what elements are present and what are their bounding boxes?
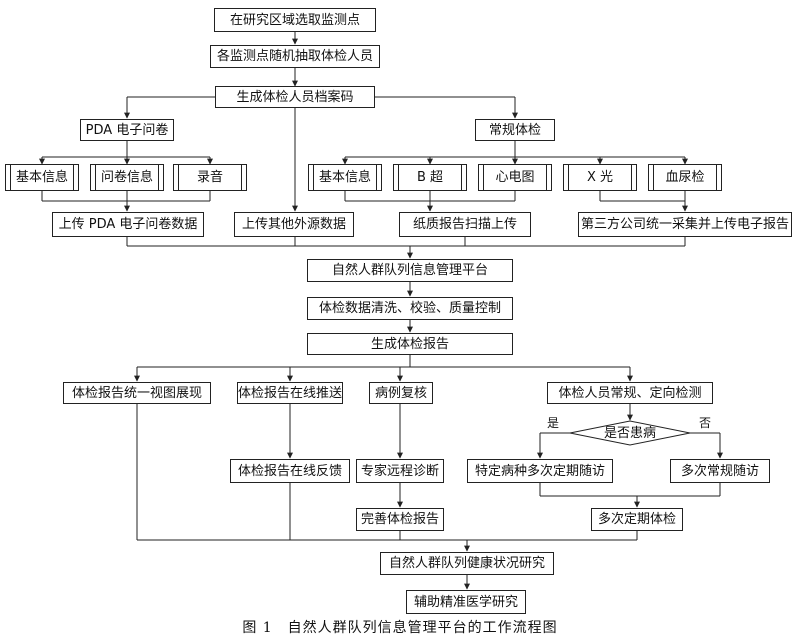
- node-online-feedback: 体检报告在线反馈: [230, 459, 350, 483]
- node-unified-view: 体检报告统一视图展现: [63, 382, 211, 404]
- node-basic-info-a: 基本信息: [5, 164, 79, 191]
- node-routine-exam: 常规体检: [475, 119, 555, 141]
- node-xray: X 光: [563, 164, 637, 191]
- node-disease-followup: 特定病种多次定期随访: [467, 459, 613, 483]
- figure-caption: 图 1 自然人群队列信息管理平台的工作流程图: [242, 620, 558, 636]
- node-gen-report: 生成体检报告: [307, 333, 513, 355]
- node-regular-detect: 体检人员常规、定向检测: [547, 382, 713, 404]
- node-select-points: 在研究区域选取监测点: [214, 8, 376, 32]
- node-ecg: 心电图: [478, 164, 552, 191]
- node-online-push: 体检报告在线推送: [237, 382, 343, 404]
- node-upload-pda: 上传 PDA 电子问卷数据: [52, 212, 204, 237]
- node-random-sample: 各监测点随机抽取体检人员: [210, 45, 380, 68]
- node-periodic-exam: 多次定期体检: [591, 508, 683, 531]
- node-health-study: 自然人群队列健康状况研究: [380, 552, 554, 575]
- node-upload-other: 上传其他外源数据: [234, 212, 354, 237]
- node-blood-urine: 血尿检: [648, 164, 722, 191]
- node-pda-survey: PDA 电子问卷: [80, 119, 174, 141]
- node-data-clean: 体检数据清洗、校验、质量控制: [307, 297, 513, 320]
- node-recording: 录音: [173, 164, 247, 191]
- node-case-review: 病例复核: [369, 382, 433, 404]
- node-questionnaire-info: 问卷信息: [90, 164, 164, 191]
- node-gen-archive: 生成体检人员档案码: [215, 86, 375, 108]
- node-routine-followup: 多次常规随访: [670, 459, 770, 483]
- node-scan-paper: 纸质报告扫描上传: [399, 212, 531, 237]
- node-third-party: 第三方公司统一采集并上传电子报告: [578, 212, 792, 237]
- node-precision-medicine: 辅助精准医学研究: [406, 590, 526, 614]
- branch-yes-label: 是: [547, 416, 560, 430]
- node-complete-report: 完善体检报告: [356, 508, 444, 531]
- node-basic-info-b: 基本信息: [308, 164, 382, 191]
- decision-diamond: [569, 420, 691, 446]
- decision-is-sick-label: 是否患病: [603, 425, 656, 441]
- node-platform: 自然人群队列信息管理平台: [307, 259, 513, 282]
- branch-no-label: 否: [699, 416, 712, 430]
- node-expert-diag: 专家远程诊断: [356, 459, 444, 483]
- node-b-ultrasound: B 超: [393, 164, 467, 191]
